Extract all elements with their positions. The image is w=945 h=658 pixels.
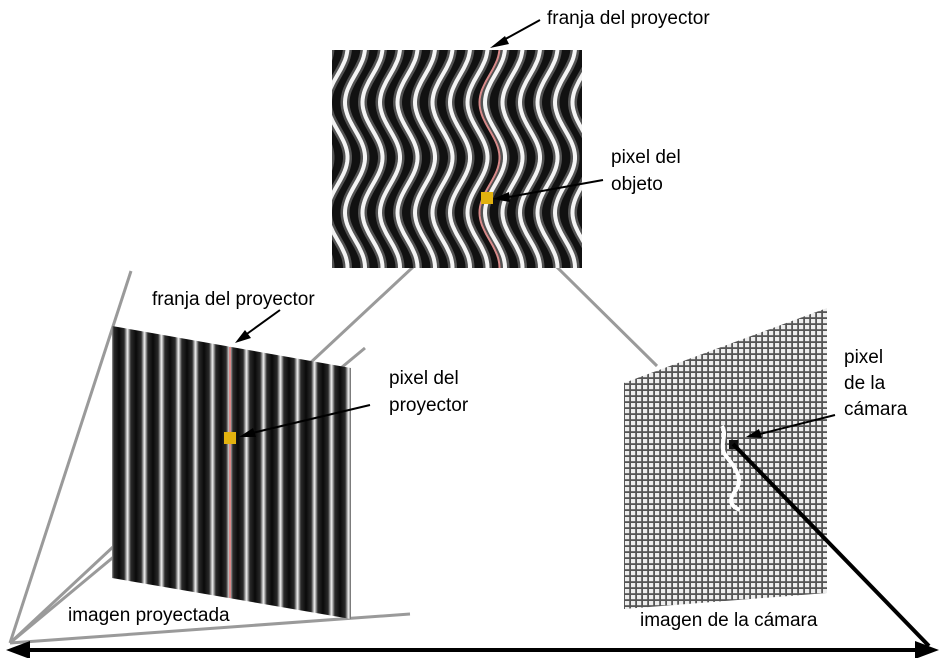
object-fringe-glow [332,50,335,268]
label-camera-pixel-line1: pixel [844,347,883,368]
object-fringe [590,45,610,273]
object-pixel-marker [481,192,493,204]
object-fringe-glow [590,45,610,273]
object-fringe [360,50,385,268]
object-fringe [395,50,420,268]
object-fringe [332,155,333,268]
object-fringe [517,50,543,268]
object-image [332,45,610,273]
projector-pixel-marker [224,432,236,444]
camera-fringe-trace [720,424,741,512]
label-camera-image: imagen de la cámara [640,610,818,631]
object-fringe [500,50,525,268]
projector-image [112,326,351,619]
object-fringe [342,50,368,268]
object-fringe [535,50,560,268]
object-fringe [570,71,582,244]
object-fringe [412,50,438,268]
label-projector-fringe: franja del proyector [152,289,315,310]
object-fringe [447,50,473,268]
object-fringe [482,50,508,268]
object-fringe [552,50,578,268]
label-projector-pixel-line1: pixel del [389,368,459,389]
object-fringe [430,50,455,268]
baseline [6,641,939,658]
object-fringe [332,50,350,268]
camera-image [624,308,827,609]
callout-arrows [235,19,836,438]
label-object-pixel-line2: objeto [611,174,663,195]
object-fringe [465,50,490,268]
label-object-pixel-line1: pixel del [611,147,681,168]
object-fringe-highlight [478,50,501,268]
camera-ray [731,442,931,648]
label-object-fringe: franja del proyector [547,8,710,29]
label-projector-pixel-line2: proyector [389,395,469,416]
label-projected-image: imagen proyectada [68,605,230,626]
label-camera-pixel-line2: de la [844,373,886,394]
label-camera-pixel-line3: cámara [844,399,908,420]
object-fringe [377,50,403,268]
